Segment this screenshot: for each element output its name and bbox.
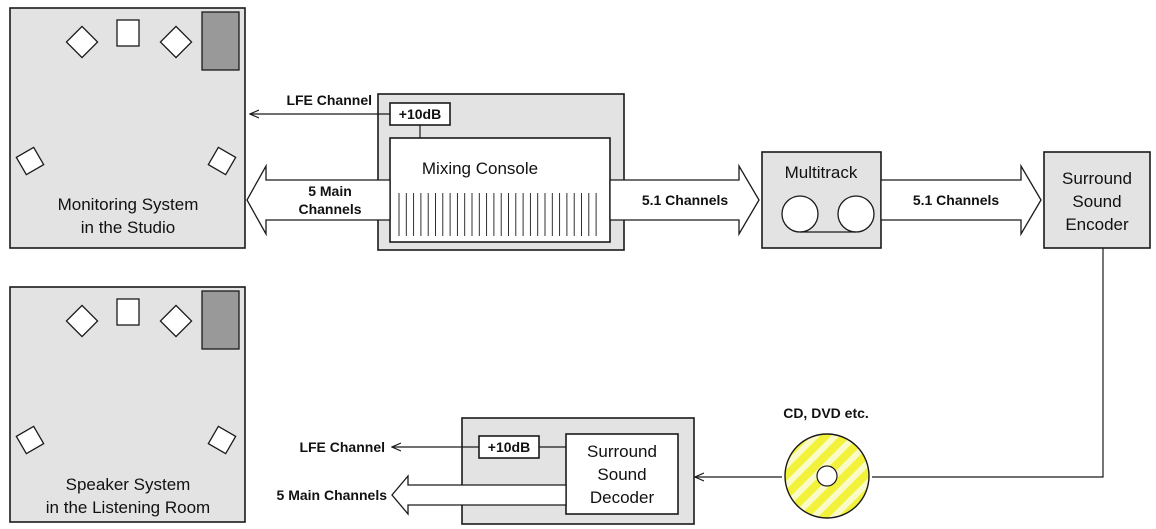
- speaker-rear-right: [207, 146, 237, 176]
- monitoring-title-line1: Monitoring System: [58, 195, 199, 214]
- channels-51-label-a: 5.1 Channels: [642, 192, 729, 208]
- speaker-center: [116, 298, 140, 326]
- decoder-label-line2: Sound: [597, 465, 646, 484]
- mixing-console-label: Mixing Console: [422, 159, 538, 178]
- speaker-front-left: [65, 25, 99, 59]
- channels-51-arrow-b: [880, 163, 1042, 237]
- mixing-console: [389, 137, 611, 243]
- encoder-label-line2: Sound: [1072, 192, 1121, 211]
- speaker-rear-left: [15, 425, 45, 455]
- five-main-channels-arrow: [246, 163, 391, 237]
- five-main-label-line2: Channels: [298, 201, 361, 217]
- channels-51-arrow-a: [609, 163, 760, 237]
- tape-reel-right: [837, 195, 875, 233]
- speaker-title-line2: in the Listening Room: [46, 498, 210, 517]
- encoder-to-disc-line: [872, 248, 1104, 478]
- encoder-label-line3: Encoder: [1065, 215, 1129, 234]
- subwoofer: [201, 11, 240, 71]
- five-main-label-bottom: 5 Main Channels: [277, 487, 388, 503]
- gain-label-bottom: +10dB: [488, 439, 530, 455]
- decoder-label-line3: Decoder: [590, 488, 655, 507]
- monitoring-room: Monitoring System in the Studio: [9, 7, 246, 249]
- cd-dvd-label: CD, DVD etc.: [783, 405, 869, 421]
- tape-reel-left: [781, 195, 819, 233]
- encoder-label-line1: Surround: [1062, 169, 1132, 188]
- channels-51-label-b: 5.1 Channels: [913, 192, 1000, 208]
- subwoofer: [201, 290, 240, 350]
- lfe-label-bottom: LFE Channel: [299, 439, 385, 455]
- speaker-front-left: [65, 304, 99, 338]
- surround-encoder-box: Surround Sound Encoder: [1043, 151, 1151, 249]
- console-faders: [398, 193, 597, 236]
- speaker-title-line1: Speaker System: [66, 475, 191, 494]
- cd-dvd-disc-icon: [784, 433, 870, 519]
- monitoring-title-line2: in the Studio: [81, 218, 176, 237]
- speaker-rear-left: [15, 146, 45, 176]
- speaker-front-right: [159, 25, 193, 59]
- five-main-channels-arrow-bottom: [391, 474, 567, 516]
- decoder-block: +10dB Surround Sound Decoder: [461, 417, 695, 525]
- surround-decoder: [565, 433, 679, 515]
- speaker-center: [116, 19, 140, 47]
- mixing-console-block: +10dB Mixing Console: [377, 93, 625, 251]
- multitrack-box: Multitrack: [761, 151, 882, 249]
- five-main-label-line1: 5 Main: [308, 183, 352, 199]
- multitrack-label: Multitrack: [785, 163, 858, 182]
- speaker-rear-right: [207, 425, 237, 455]
- lfe-label-top: LFE Channel: [286, 92, 372, 108]
- speaker-front-right: [159, 304, 193, 338]
- gain-label-top: +10dB: [399, 106, 441, 122]
- listening-room: Speaker System in the Listening Room: [9, 286, 246, 523]
- decoder-label-line1: Surround: [587, 442, 657, 461]
